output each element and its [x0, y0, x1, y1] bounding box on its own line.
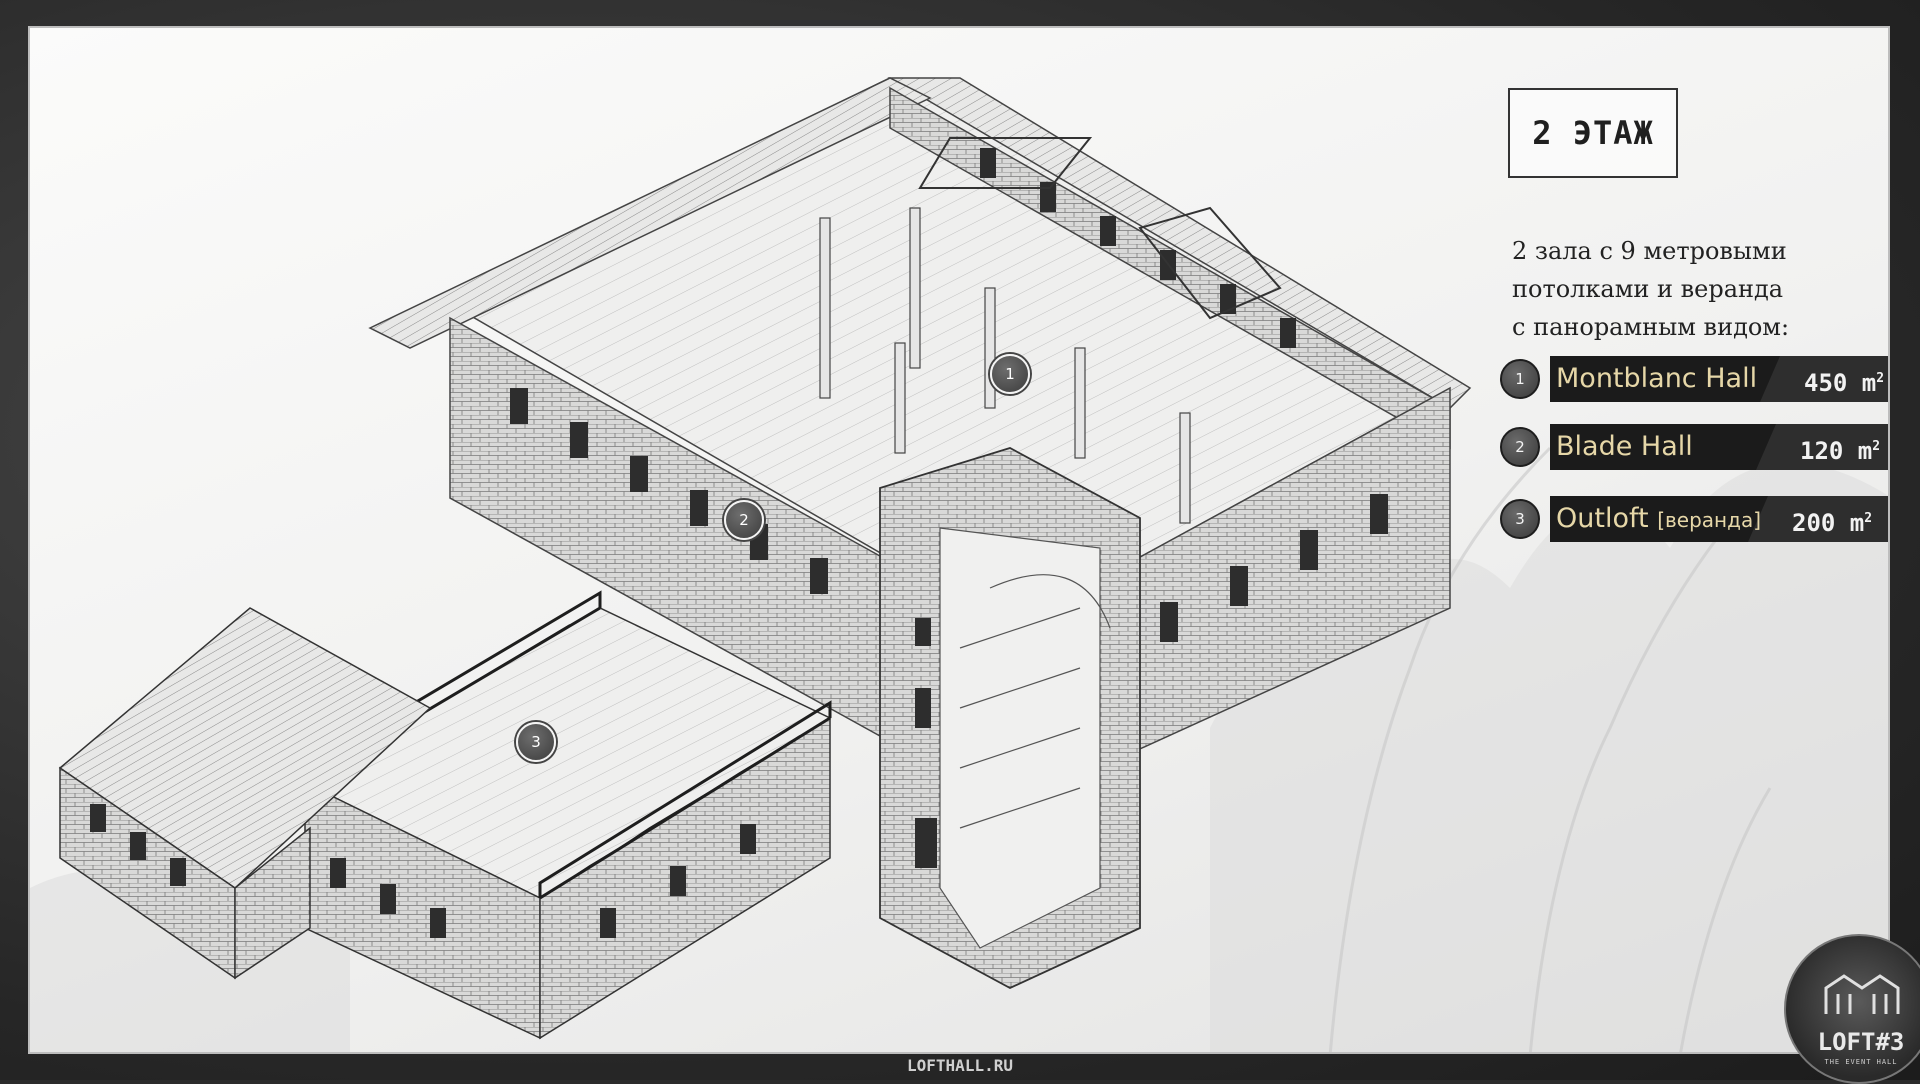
loft-logo-icon	[1824, 974, 1900, 1014]
logo-subtitle: THE EVENT HALL	[1824, 1058, 1898, 1066]
hall-number-badge: 2	[1500, 427, 1540, 467]
main-panel: 2 ЭТАЖ 2 зала с 9 метровыми потолками и …	[28, 26, 1890, 1054]
plan-marker-1: 1	[990, 354, 1030, 394]
hall-label-bar	[1550, 356, 1888, 402]
floor-description: 2 зала с 9 метровыми потолками и веранда…	[1512, 232, 1842, 346]
hall-label-bar	[1550, 496, 1888, 542]
plan-marker-3: 3	[516, 722, 556, 762]
hall-name: Montblanc Hall	[1556, 363, 1758, 394]
hall-area: 450 m2	[1804, 369, 1885, 397]
description-line-2: потолками и веранда	[1512, 275, 1784, 303]
description-line-1: 2 зала с 9 метровыми	[1512, 237, 1787, 265]
hall-name: Blade Hall	[1556, 431, 1693, 462]
logo-text: LOFT#3	[1817, 1028, 1905, 1056]
hall-row-blade: 2 Blade Hall 120 m2	[1500, 424, 1888, 470]
building-drawing	[58, 77, 1472, 1040]
hall-row-outloft: 3 Outloft [веранда] 200 m2	[1500, 496, 1888, 542]
hall-number-badge: 3	[1500, 499, 1540, 539]
description-line-3: с панорамным видом:	[1512, 313, 1790, 341]
hall-area: 200 m2	[1792, 509, 1873, 537]
hall-area: 120 m2	[1800, 437, 1881, 465]
plan-marker-2: 2	[724, 500, 764, 540]
hall-label-bar	[1550, 424, 1888, 470]
loft-logo: LOFT#3 THE EVENT HALL	[1784, 934, 1920, 1084]
hall-number-badge: 1	[1500, 359, 1540, 399]
floor-title: 2 ЭТАЖ	[1508, 88, 1678, 178]
hall-name: Outloft [веранда]	[1556, 503, 1761, 534]
site-url: LOFTHALL.RU	[907, 1056, 1013, 1075]
hall-row-montblanc: 1 Montblanc Hall 450 m2	[1500, 356, 1888, 402]
